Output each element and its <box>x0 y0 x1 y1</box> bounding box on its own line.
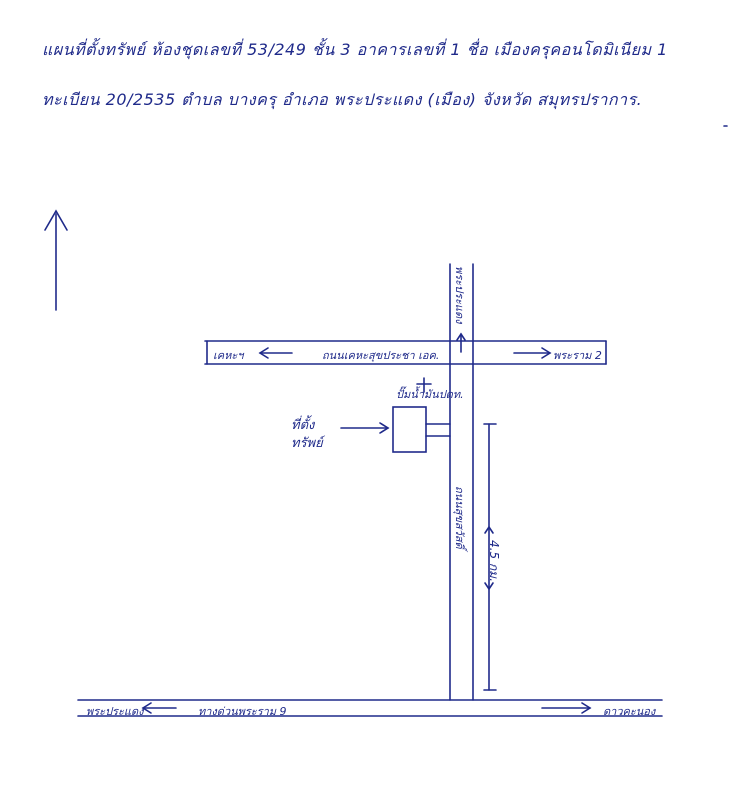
arrow-left-bottom-icon <box>141 702 177 714</box>
vertical-road-name-label: ถนนสุขสวัสดิ์ <box>453 486 466 549</box>
vertical-road <box>449 263 474 701</box>
property-building-icon <box>392 406 451 453</box>
property-label-line-2: ทรัพย์ <box>291 436 323 451</box>
distance-label: 4.5 กม. <box>487 540 501 582</box>
arrow-left-icon <box>258 347 293 359</box>
bottom-road <box>77 699 663 717</box>
bottom-road-left-label: พระประแดง <box>86 705 144 718</box>
cross-road-left-label: เคหะฯ <box>213 349 244 362</box>
arrow-right-icon <box>513 347 552 359</box>
cross-road-right-label: พระราม 2 <box>553 349 602 362</box>
north-arrow-icon <box>44 209 68 311</box>
vertical-road-top-label: พระประแดง <box>453 266 466 324</box>
property-label-line-1: ที่ตั้ง <box>291 418 315 433</box>
arrow-up-icon <box>456 332 466 353</box>
cross-road-name-label: ถนนเคหะสุขประชา เอค. <box>322 349 440 362</box>
property-pointer-icon <box>340 422 390 434</box>
distance-dimension <box>483 423 497 691</box>
gas-station-marker-icon <box>416 377 432 393</box>
cross-road <box>204 340 607 365</box>
bottom-road-right-label: ดาวคะนอง <box>603 705 656 718</box>
map-title-line-2: ทะเบียน 20/2535 ตำบล บางครุ อำเภอ พระประ… <box>42 90 643 109</box>
gas-station-label: ปั๊มน้ำมันปตท. <box>396 388 464 401</box>
bottom-road-name-label: ทางด่วนพระราม 9 <box>198 705 287 718</box>
map-title-line-1: แผนที่ตั้งทรัพย์ ห้องชุดเลขที่ 53/249 ชั… <box>42 40 668 59</box>
arrow-right-bottom-icon <box>541 702 592 714</box>
